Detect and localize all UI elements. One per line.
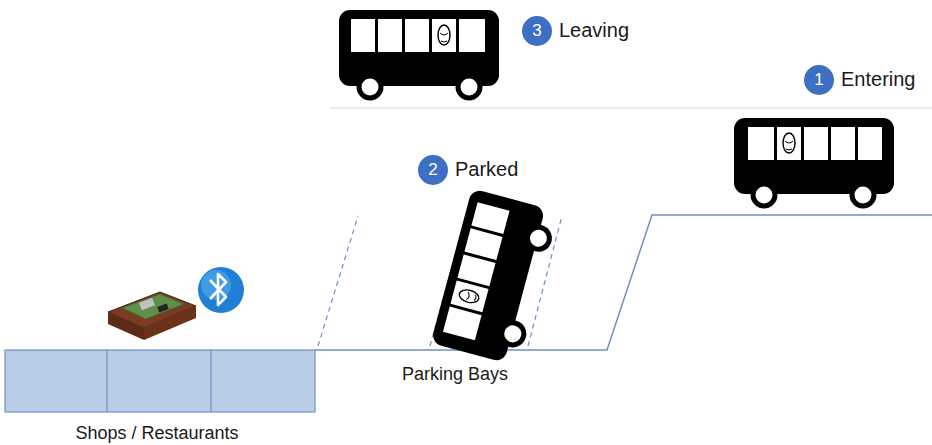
raspberry-pi (108, 292, 196, 340)
kerb-line (315, 215, 932, 350)
step-label: Entering (841, 68, 916, 91)
building-label: Shops / Restaurants (75, 423, 238, 444)
step-number: 1 (804, 65, 834, 95)
step-badge: 3Leaving (522, 16, 552, 46)
shop-divider (210, 350, 211, 412)
bluetooth-disc (198, 267, 244, 313)
step-number: 2 (418, 155, 448, 185)
pi-case-side (108, 312, 144, 340)
step-number: 3 (522, 16, 552, 46)
area-label: Parking Bays (402, 364, 508, 385)
step-badge: 2Parked (418, 155, 448, 185)
pi-chip (157, 303, 168, 312)
pi-board (122, 294, 184, 319)
step-badge: 1Entering (804, 65, 834, 95)
shop-divider (106, 350, 107, 412)
shop-row (5, 350, 315, 412)
step-label: Leaving (559, 19, 629, 42)
step-label: Parked (455, 158, 518, 181)
pi-port (139, 298, 155, 310)
bay-line (318, 216, 358, 346)
bus-parked (431, 188, 557, 365)
bus-leaving (339, 10, 499, 98)
bluetooth-rune (210, 274, 226, 305)
bluetooth-icon (198, 267, 244, 313)
road-edge (330, 107, 932, 109)
bus-entering (734, 118, 894, 206)
